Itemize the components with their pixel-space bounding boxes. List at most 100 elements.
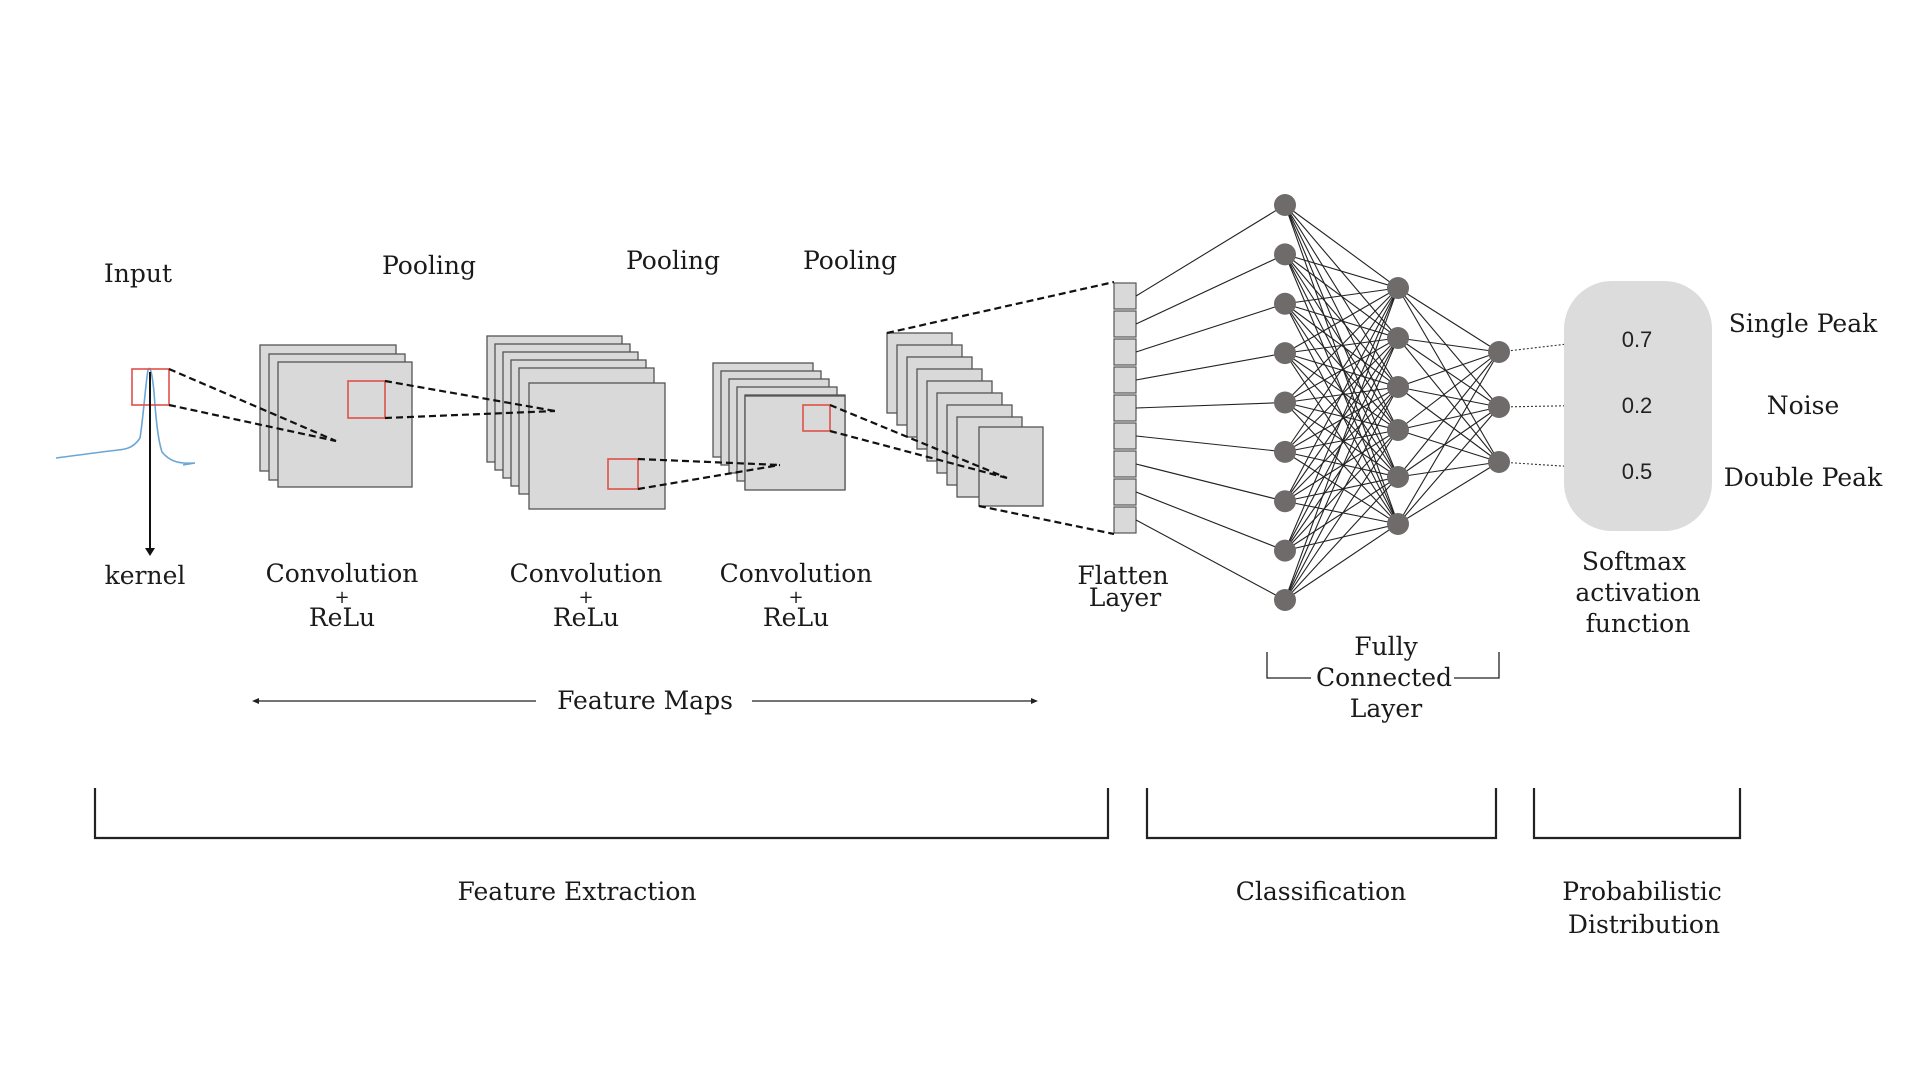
- dense-connection: [1397, 351, 1500, 478]
- projection-line: [886, 280, 1115, 335]
- dense-connection: [1284, 476, 1399, 552]
- input-node: [1274, 342, 1296, 365]
- kernel-box-1: [347, 380, 386, 419]
- dense-connection: [1397, 351, 1500, 525]
- output-node: [1488, 396, 1510, 418]
- input-node: [1274, 589, 1296, 611]
- dense-connection: [1284, 429, 1399, 552]
- dense-connection: [1284, 523, 1399, 552]
- dense-connection: [1397, 386, 1500, 463]
- dense-connection: [1284, 303, 1399, 478]
- pooling-label-3: Pooling: [803, 246, 897, 275]
- softmax-label-line-3: function: [1586, 609, 1691, 638]
- flatten-connection: [1135, 491, 1286, 552]
- flatten-cell: [1113, 338, 1137, 366]
- dense-connection: [1284, 303, 1399, 525]
- dense-connection: [1397, 406, 1500, 478]
- dense-connection: [1284, 253, 1399, 289]
- flatten-connection: [1135, 253, 1286, 325]
- flatten-cell: [1113, 506, 1137, 534]
- dense-connection: [1284, 337, 1399, 601]
- flatten-connection: [1135, 204, 1286, 297]
- flatten-connection: [1135, 401, 1286, 409]
- fully-connected-label-line-3: Layer: [1350, 694, 1422, 723]
- dense-connection: [1284, 352, 1399, 478]
- dense-connection: [1397, 386, 1500, 408]
- dense-connection: [1284, 287, 1399, 403]
- kernel-box-3: [802, 404, 831, 432]
- softmax-label-line-2: activation: [1575, 578, 1700, 607]
- probabilistic-bracket: [1532, 788, 1742, 840]
- softmax-label-line-1: Softmax: [1582, 547, 1686, 576]
- conv-label-1-line-2: +: [334, 587, 349, 608]
- output-node: [1488, 341, 1510, 363]
- dense-connection: [1397, 287, 1500, 408]
- input-node: [1274, 391, 1296, 414]
- conv-block-4: [886, 332, 1044, 507]
- dense-connection: [1284, 476, 1399, 502]
- dense-connection: [1397, 406, 1500, 431]
- dense-connection: [1284, 429, 1399, 453]
- dense-connection: [1397, 461, 1500, 478]
- projection-line: [637, 463, 781, 491]
- neural-network: [1135, 194, 1611, 611]
- dense-connection: [1284, 451, 1399, 525]
- probabilistic-label-line-2: Distribution: [1568, 910, 1720, 939]
- input-node: [1274, 243, 1296, 266]
- dense-connection: [1284, 476, 1399, 601]
- flatten-label-line-1: Flatten: [1077, 561, 1168, 590]
- input-label: Input: [104, 259, 172, 288]
- feature-maps-arrowhead-left: [252, 698, 259, 704]
- dense-connection: [1284, 287, 1399, 551]
- projection-line: [978, 504, 1115, 536]
- dense-connection: [1397, 287, 1500, 353]
- softmax-box: [1564, 281, 1712, 531]
- flatten-cell: [1113, 450, 1137, 478]
- feature-maps-label: Feature Maps: [557, 686, 733, 715]
- conv-block-3: [712, 362, 846, 491]
- flatten-connection: [1135, 463, 1286, 502]
- classification-label: Classification: [1236, 877, 1406, 906]
- dense-connection: [1397, 351, 1500, 388]
- feature-extraction-label: Feature Extraction: [458, 877, 697, 906]
- flatten-connection: [1135, 519, 1286, 601]
- flatten-connection: [1135, 435, 1286, 453]
- dense-connection: [1284, 429, 1399, 601]
- fully-connected-bracket-left: [1266, 652, 1311, 679]
- dense-connection: [1284, 402, 1399, 478]
- dense-connection: [1284, 402, 1399, 525]
- dense-connection: [1284, 500, 1399, 525]
- flatten-connection: [1135, 303, 1286, 353]
- fully-connected-label-line-1: Fully: [1354, 632, 1418, 661]
- projection-line: [829, 403, 1008, 480]
- hidden-node: [1387, 327, 1409, 349]
- flatten-cell: [1113, 310, 1137, 338]
- conv-label-2-line-2: +: [578, 587, 593, 608]
- dense-connection: [1284, 204, 1399, 478]
- hidden-node: [1387, 466, 1409, 488]
- dense-connection: [1284, 287, 1399, 354]
- flatten-connection: [1135, 352, 1286, 381]
- flatten-cell: [1113, 394, 1137, 422]
- conv-label-3-line-1: Convolution: [720, 559, 873, 588]
- dense-connection: [1284, 287, 1399, 453]
- flatten-cell: [1113, 422, 1137, 450]
- dense-connection: [1397, 461, 1500, 525]
- output-probability-2: 0.2: [1622, 393, 1653, 418]
- pooling-label-2: Pooling: [626, 246, 720, 275]
- dense-connection: [1284, 204, 1399, 289]
- kernel-arrow-head: [145, 548, 155, 556]
- dense-connection: [1284, 204, 1399, 431]
- dense-connection: [1284, 254, 1399, 525]
- dense-connection: [1397, 337, 1500, 463]
- dense-connection: [1284, 287, 1399, 305]
- kernel-box-2: [607, 458, 639, 490]
- input-node: [1274, 440, 1296, 463]
- dense-connection: [1284, 254, 1399, 478]
- dense-connection: [1397, 406, 1500, 525]
- conv-label-1-line-1: Convolution: [266, 559, 419, 588]
- probabilistic-label-line-1: Probabilistic: [1562, 877, 1722, 906]
- dense-connection: [1284, 254, 1399, 431]
- conv-block-1: [259, 344, 413, 488]
